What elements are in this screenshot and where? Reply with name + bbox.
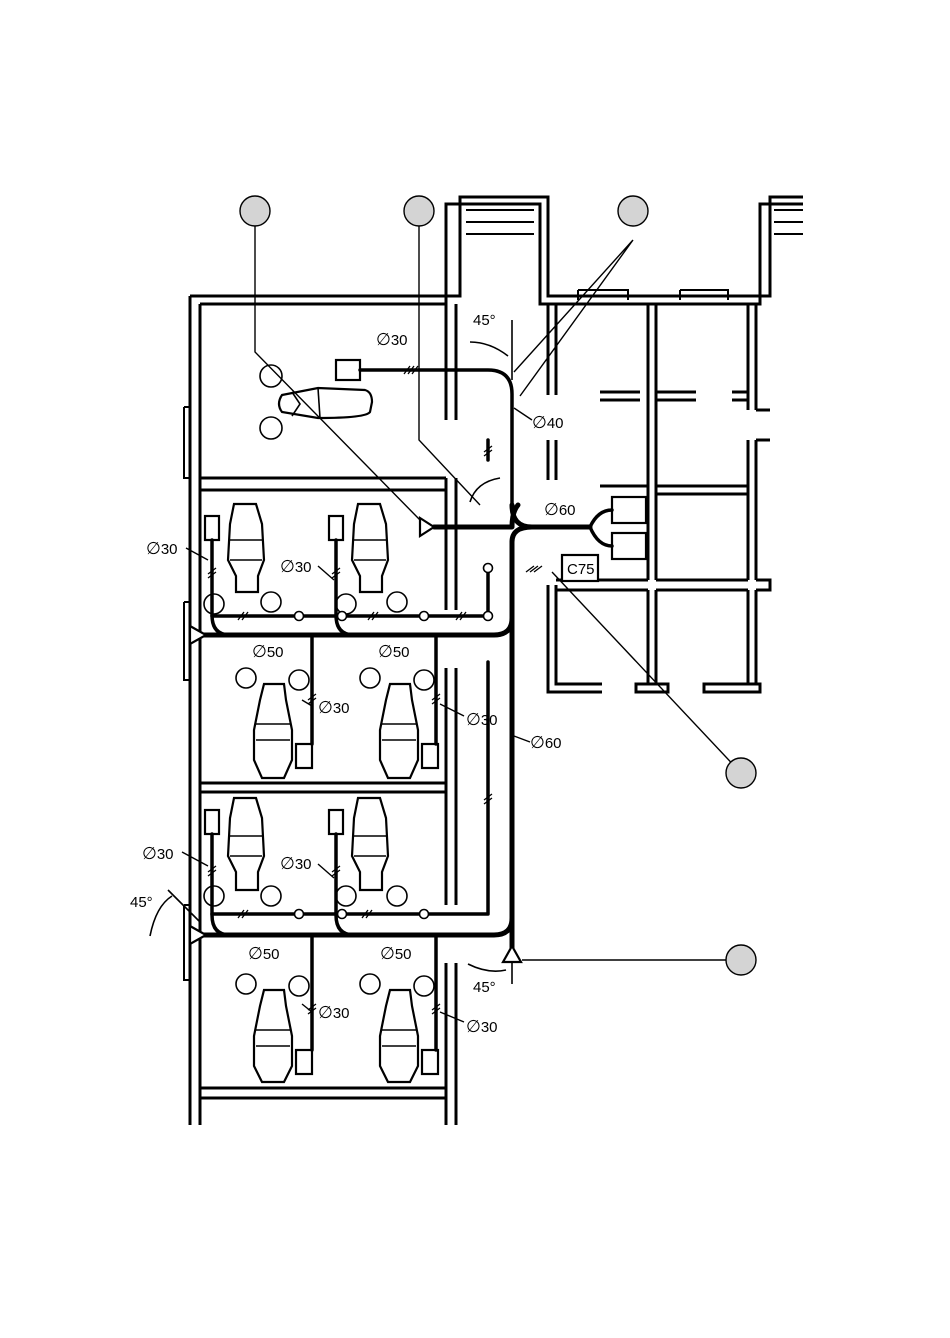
- chair-1a: [228, 504, 264, 592]
- chair-1b: [352, 504, 388, 592]
- callout-circle-4: [726, 758, 756, 788]
- callout-circle-1: [240, 196, 270, 226]
- label-d30-lower1b: ∅30: [466, 710, 498, 730]
- fixtures: [204, 360, 646, 1082]
- label-d60-main: ∅60: [530, 733, 562, 753]
- label-d50-left1: ∅50: [252, 642, 284, 662]
- label-d30-top: ∅30: [376, 330, 408, 350]
- label-angle-top: 45°: [473, 312, 496, 329]
- chair-2a: [228, 798, 264, 890]
- label-angle-left: 45°: [130, 894, 153, 911]
- label-d60-branch: ∅60: [544, 500, 576, 520]
- chair-2d: [380, 990, 418, 1082]
- callout-circle-3: [618, 196, 648, 226]
- chair-1c: [254, 684, 292, 778]
- callout-circle-2: [404, 196, 434, 226]
- label-d30-lower1a: ∅30: [318, 698, 350, 718]
- label-d30-lower2b: ∅30: [466, 1017, 498, 1037]
- callout-circle-5: [726, 945, 756, 975]
- label-d50-mid2: ∅50: [380, 944, 412, 964]
- label-angle-bottom: 45°: [473, 979, 496, 996]
- label-d30-lower2a: ∅30: [318, 1003, 350, 1023]
- label-d30-left2: ∅30: [142, 844, 174, 864]
- label-c75: C75: [567, 561, 595, 578]
- label-d30-left1: ∅30: [146, 539, 178, 559]
- label-d50-left2: ∅50: [248, 944, 280, 964]
- label-d40: ∅40: [532, 413, 564, 433]
- chair-1d: [380, 684, 418, 778]
- label-d30-mid1: ∅30: [280, 557, 312, 577]
- label-d50-mid1: ∅50: [378, 642, 410, 662]
- angle-marks: [150, 320, 512, 984]
- chair-2b: [352, 798, 388, 890]
- label-d30-mid2: ∅30: [280, 854, 312, 874]
- chair-2c: [254, 990, 292, 1082]
